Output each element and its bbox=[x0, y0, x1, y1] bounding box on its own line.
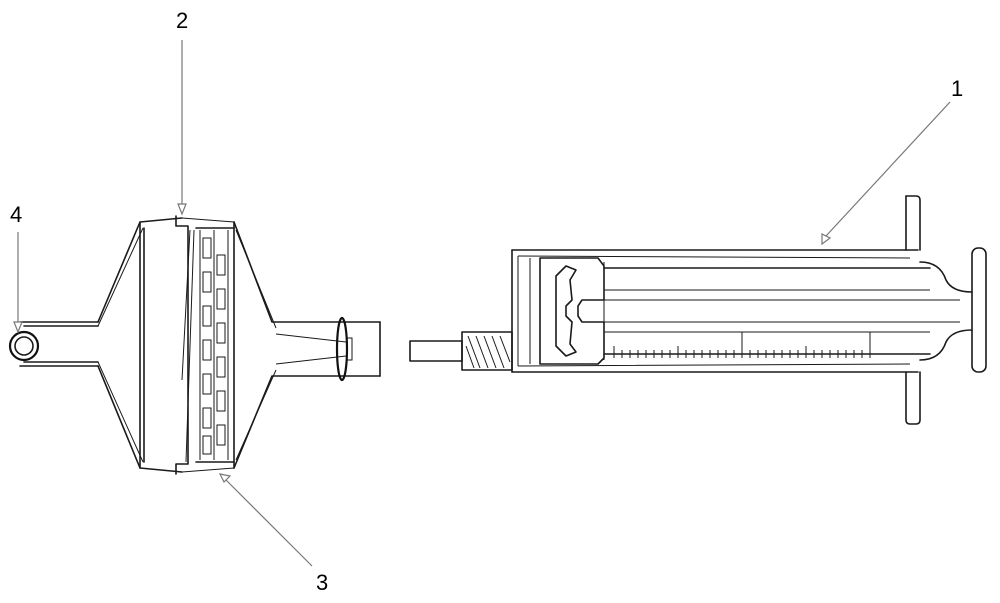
barrel-flange bbox=[905, 195, 921, 425]
seal-ring bbox=[335, 316, 349, 382]
right-cone bbox=[233, 221, 381, 469]
connector-ring-outer bbox=[8, 330, 40, 362]
inlet-port bbox=[8, 321, 99, 367]
leader-line-3 bbox=[218, 473, 313, 567]
label-4: 4 bbox=[10, 202, 22, 227]
plunger-stopper bbox=[539, 257, 605, 365]
syringe-tip bbox=[409, 331, 513, 371]
rod-neck bbox=[919, 261, 973, 361]
graduation-scale bbox=[613, 332, 871, 358]
leader-line-4 bbox=[13, 232, 23, 334]
connector-ring-inner bbox=[14, 336, 34, 356]
filter-assembly bbox=[8, 215, 381, 475]
syringe bbox=[409, 195, 987, 425]
label-3: 3 bbox=[316, 570, 328, 595]
plunger-rod bbox=[603, 267, 960, 355]
label-2: 2 bbox=[176, 8, 188, 33]
outlet-nozzle bbox=[275, 316, 381, 382]
filter-body bbox=[139, 215, 235, 475]
membrane-slots bbox=[202, 237, 226, 455]
label-1: 1 bbox=[951, 76, 963, 101]
syringe-barrel bbox=[511, 249, 919, 373]
leader-line-1 bbox=[821, 101, 951, 246]
leader-line-2 bbox=[177, 40, 187, 216]
thumb-press bbox=[971, 247, 987, 373]
